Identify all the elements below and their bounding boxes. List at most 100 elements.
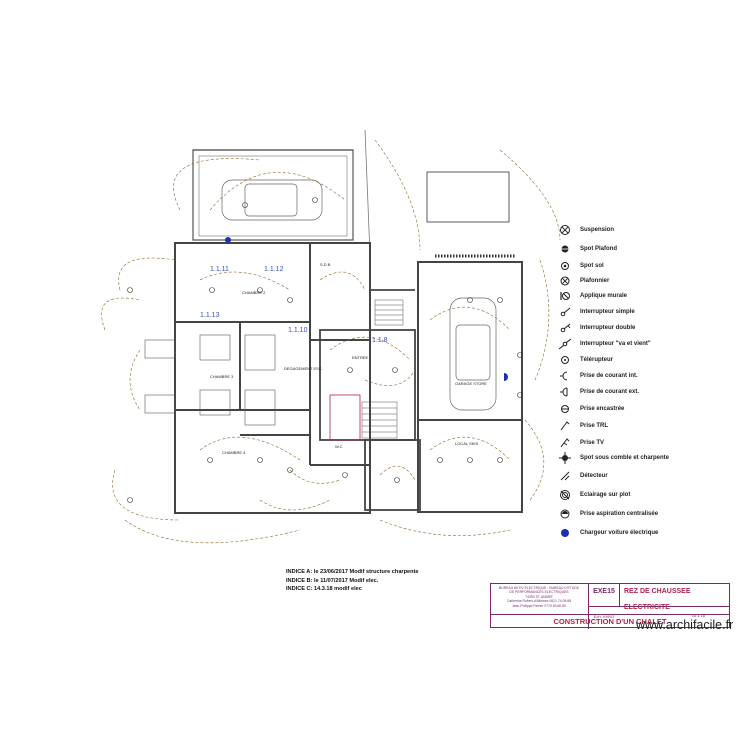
carport bbox=[192, 149, 354, 241]
drawing-code: EXE15 bbox=[588, 584, 619, 606]
drawing-title: REZ DE CHAUSSEE ELECTRICITE bbox=[619, 584, 729, 611]
room-label: CHAMBRE 3 bbox=[210, 374, 234, 379]
legend-label: Chargeur voiture électrique bbox=[580, 530, 659, 536]
legend-item: Prise aspiration centralisée bbox=[556, 506, 658, 522]
indoor-socket-icon bbox=[556, 369, 574, 383]
legend-label: Spot sol bbox=[580, 263, 604, 269]
title-separator bbox=[619, 606, 729, 607]
ceiling-light-icon bbox=[556, 274, 574, 288]
project-name: CONSTRUCTION D'UN CHALET bbox=[490, 614, 730, 629]
legend-label: Plafonnier bbox=[580, 278, 610, 284]
circuit-ref-label: 1.1.11 bbox=[210, 266, 229, 273]
attic-spot-icon bbox=[556, 451, 574, 465]
ev-charger-icon bbox=[556, 526, 574, 540]
flush-socket-icon bbox=[556, 402, 574, 416]
revision-line: INDICE B: le 11/07/2017 Modif elec. bbox=[286, 577, 379, 584]
legend-label: Détecteur bbox=[580, 473, 608, 479]
light-fixtures bbox=[127, 197, 523, 503]
revision-line: INDICE A: le 23/06/2017 Modif structure … bbox=[286, 569, 419, 575]
room-label: DEGAGEMENT ESC bbox=[284, 366, 322, 371]
legend-item: Plafonnier bbox=[556, 273, 609, 289]
room-label: LOCAL SKIS bbox=[455, 441, 479, 446]
legend-label: Prise de courant int. bbox=[580, 373, 638, 379]
legend-label: Interrupteur "va et vient" bbox=[580, 341, 651, 347]
single-switch-icon bbox=[556, 305, 574, 319]
staircase bbox=[329, 299, 404, 441]
legend-item: Interrupteur double bbox=[556, 320, 635, 336]
legend-item: Prise de courant ext. bbox=[556, 384, 639, 400]
main-house-walls bbox=[174, 242, 371, 514]
circuit-ref-label: 1.1.13 bbox=[200, 312, 220, 319]
car-top bbox=[221, 179, 323, 221]
circuit-ref-label: 1.1.10 bbox=[288, 327, 308, 334]
firm-line: Jean-Philippe Ferrier 0770.60.60.60 bbox=[511, 603, 567, 608]
double-switch-icon bbox=[556, 321, 574, 335]
legend-item: Spot sous comble et charpente bbox=[556, 450, 669, 466]
central-block-walls bbox=[319, 289, 421, 511]
left-window-frames bbox=[144, 334, 276, 426]
garage-walls bbox=[417, 261, 523, 513]
legend-label: Suspension bbox=[580, 227, 615, 233]
room-label: CHAMBRE 4 bbox=[222, 450, 246, 455]
circuit-ref-label: 1.1.12 bbox=[264, 266, 284, 273]
legend-item: Eclairage sur plot bbox=[556, 487, 630, 503]
watermark: www.archifacile.fr bbox=[636, 618, 734, 632]
outdoor-socket-icon bbox=[556, 385, 574, 399]
firm-info: BUREAU AKTIV ELECTRIQUE · BUREAU D'ETUDE… bbox=[493, 586, 585, 608]
room-label: CHAMBRE 2 bbox=[242, 290, 266, 295]
tv-socket-icon bbox=[556, 436, 574, 450]
firm-line: Catherine Robert-d'Allemes 0621.74.09.88 bbox=[506, 599, 572, 604]
ceiling-spot-icon bbox=[556, 242, 574, 256]
legend-label: Interrupteur double bbox=[580, 325, 636, 331]
garage-car bbox=[449, 297, 497, 411]
room-label: W.C bbox=[335, 444, 343, 449]
legend-item: Suspension bbox=[556, 222, 614, 238]
legend-label: Prise TRL bbox=[580, 423, 609, 429]
legend-label: Télérupteur bbox=[580, 357, 614, 363]
legend-label: Prise TV bbox=[580, 440, 605, 446]
legend-label: Interrupteur simple bbox=[580, 309, 635, 315]
legend-label: Prise aspiration centralisée bbox=[580, 511, 659, 517]
vacuum-socket-icon bbox=[556, 507, 574, 521]
suspension-icon bbox=[556, 223, 574, 237]
legend-item: Interrupteur simple bbox=[556, 304, 635, 320]
electrical-circuits bbox=[101, 139, 561, 544]
detector-icon bbox=[556, 469, 574, 483]
legend-item: Détecteur bbox=[556, 468, 608, 484]
drawing-date: 03.1.18 bbox=[691, 613, 705, 618]
legend-label: Applique murale bbox=[580, 293, 628, 299]
legend-item: Prise encastrée bbox=[556, 401, 624, 417]
legend-item: Prise TV bbox=[556, 435, 604, 451]
legend-item: Prise de courant int. bbox=[556, 368, 638, 384]
circuit-ref-label: 1.1.8 bbox=[372, 337, 388, 344]
legend-label: Prise de courant ext. bbox=[580, 389, 640, 395]
phone-socket-icon bbox=[556, 419, 574, 433]
legend-label: Eclairage sur plot bbox=[580, 492, 631, 498]
legend-item: Chargeur voiture électrique bbox=[556, 525, 658, 541]
two-way-switch-icon bbox=[556, 337, 574, 351]
legend-item: Spot Plafond bbox=[556, 241, 617, 257]
legend-label: Prise encastrée bbox=[580, 406, 625, 412]
legend-label: Spot Plafond bbox=[580, 246, 617, 252]
drawing-scale: Ech: VM/03 bbox=[588, 606, 619, 629]
legend-item: Prise TRL bbox=[556, 418, 608, 434]
room-label: ENTREE bbox=[352, 355, 369, 360]
firm-line: BUREAU AKTIV ELECTRIQUE · BUREAU D'ETUDE bbox=[499, 586, 579, 590]
post-light-icon bbox=[556, 488, 574, 502]
legend-item: Interrupteur "va et vient" bbox=[556, 336, 651, 352]
legend-item: Spot sol bbox=[556, 258, 604, 274]
legend-label: Spot sous comble et charpente bbox=[580, 455, 670, 461]
boundary-line bbox=[364, 129, 371, 256]
firm-line: 74390 ST-ANDRE bbox=[525, 594, 553, 599]
ev-charger-markers bbox=[225, 237, 508, 381]
room-label: GARAGE STORE bbox=[455, 381, 487, 386]
floor-spot-icon bbox=[556, 259, 574, 273]
legend-item: Télérupteur bbox=[556, 352, 613, 368]
firm-line: DE PERFORMANCES ELECTRIQUES bbox=[509, 590, 569, 595]
legend-item: Applique murale bbox=[556, 288, 627, 304]
revision-indices: INDICE A: le 23/06/2017 Modif structure … bbox=[286, 568, 419, 594]
room-label: S.D.B bbox=[320, 262, 331, 267]
outbuilding bbox=[426, 171, 510, 223]
remote-switch-icon bbox=[556, 353, 574, 367]
